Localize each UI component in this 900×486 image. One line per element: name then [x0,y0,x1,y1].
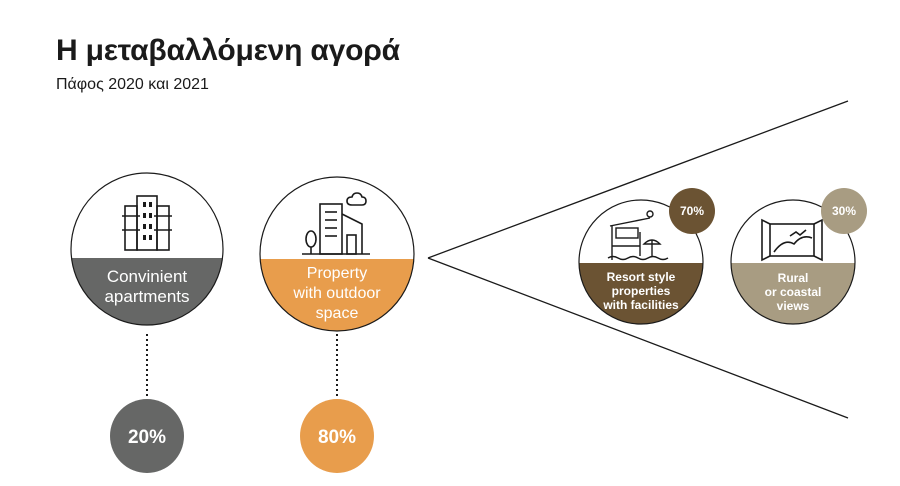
segment-apartments-label-1: Convinient [107,267,188,286]
page-subtitle: Πάφος 2020 και 2021 [56,76,209,93]
percent-badge-resort: 70% [669,188,715,234]
subsegment-rural-label-2: or coastal [765,285,822,299]
percent-badge-rural: 30% [821,188,867,234]
percent-badge-apartments: 20% [110,399,184,473]
subsegment-resort-label-1: Resort style [607,270,676,284]
house-with-tree-icon [302,192,370,255]
percent-resort: 70% [680,204,704,218]
funnel-line-bottom [427,257,849,419]
percent-rural: 30% [832,204,856,218]
subsegment-rural: Rural or coastal views [730,199,856,325]
subsegment-rural-label-1: Rural [778,271,809,285]
subsegment-rural-label-3: views [777,299,810,313]
page-title: Η μεταβαλλόμενη αγορά [56,34,400,67]
segment-outdoor-label-1: Property [307,265,367,282]
resort-villa-icon [607,210,669,261]
percent-outdoor: 80% [318,427,356,448]
funnel-line-top [427,100,849,259]
segment-outdoor-label-2: with outdoor [292,285,381,302]
percent-badge-outdoor: 80% [300,399,374,473]
apartment-building-icon [122,195,172,251]
subsegment-resort-label-3: with facilities [602,298,679,312]
segment-apartments-label-2: apartments [104,287,189,306]
percent-apartments: 20% [128,427,166,448]
subsegment-resort-label-2: properties [612,284,671,298]
segment-outdoor: Property with outdoor space [259,176,415,332]
window-view-icon [761,218,823,262]
segment-outdoor-label-3: space [316,305,359,322]
segment-apartments: Convinient apartments [70,172,224,326]
